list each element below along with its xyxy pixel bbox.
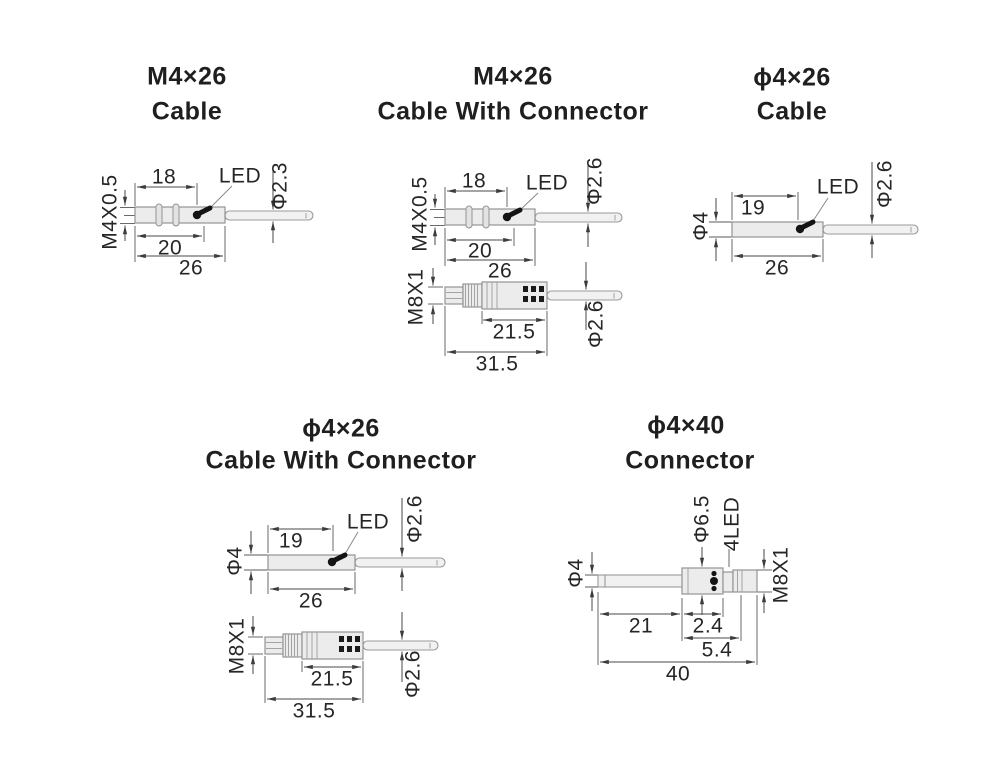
- d4-dim-31-5: 31.5: [292, 699, 336, 723]
- d2-conn-thread-label: M8X1: [404, 268, 428, 326]
- d5-led-label: 4LED: [720, 496, 744, 552]
- d5-title: ϕ4×40: [647, 411, 725, 440]
- d2-extension-lines: [430, 187, 536, 266]
- d3-led-label: LED: [816, 175, 860, 199]
- d2-subtitle: Cable With Connector: [377, 97, 649, 126]
- d5-extension-lines: [585, 549, 772, 665]
- d5-sensor-drawing: [597, 567, 758, 595]
- d2-connector-extension-lines: [428, 286, 548, 356]
- d3-dimension-lines: [713, 162, 875, 261]
- d2-connector-cable: [546, 290, 623, 301]
- d5-head-dia-label: Φ6.5: [690, 495, 714, 543]
- d3-subtitle: Cable: [756, 97, 828, 126]
- d1-dim-18: 18: [151, 165, 177, 189]
- d1-sensor-drawing: [134, 185, 314, 227]
- d2-connector-dimension-lines: [430, 262, 589, 355]
- d5-dim-2-4: 2.4: [692, 614, 724, 638]
- d4-connector-tip: [264, 636, 284, 655]
- d4-led-dot: [327, 557, 337, 567]
- d5-step-ring: [722, 571, 734, 593]
- d4-dimension-lines: [248, 498, 405, 594]
- d4-cable: [354, 557, 446, 568]
- d2-title: M4×26: [473, 62, 553, 91]
- d2-connector-drawing: [444, 281, 623, 310]
- d2-led-dot: [502, 212, 512, 222]
- d4-connector-extension-lines: [248, 636, 364, 703]
- d1-thread-label: M4X0.5: [98, 174, 122, 250]
- d5-probe-tube: [604, 574, 683, 588]
- d5-conn-thread-label: M8X1: [769, 546, 793, 604]
- d2-led-label: LED: [525, 171, 569, 195]
- d2-dim-31-5: 31.5: [475, 352, 519, 376]
- d2-cable: [534, 212, 623, 223]
- d4-subtitle: Cable With Connector: [205, 446, 477, 475]
- d5-led-dots: [710, 577, 718, 585]
- d4-led-label: LED: [346, 510, 390, 534]
- d4-dim-19: 19: [278, 529, 304, 553]
- d1-cable-dia-label: Φ2.3: [268, 162, 292, 210]
- d5-body-dia-label: Φ4: [564, 558, 588, 588]
- d5-dim-40: 40: [665, 662, 691, 686]
- d4-connector-cable: [362, 640, 439, 651]
- d2-connector-body: [481, 281, 548, 310]
- d2-dim-20: 20: [467, 239, 493, 263]
- d1-title: M4×26: [147, 62, 227, 91]
- d2-conn-cable-dia-label: Φ2.6: [584, 300, 608, 348]
- d2-cable-dia-label: Φ2.6: [583, 157, 607, 205]
- d3-cable-dia-label: Φ2.6: [873, 160, 897, 208]
- d2-sensor-drawing: [444, 192, 623, 229]
- d3-led-dot: [795, 224, 805, 234]
- d3-sensor-drawing: [731, 197, 919, 238]
- d4-connector-body: [301, 631, 364, 660]
- d1-cable: [224, 210, 314, 221]
- d4-connector-drawing: [264, 631, 439, 660]
- d4-grip-squares: [339, 636, 360, 652]
- d3-dim-26: 26: [764, 256, 790, 280]
- d3-cable: [822, 224, 919, 235]
- d2-dim-18: 18: [461, 169, 487, 193]
- d5-dimension-lines: [589, 547, 767, 665]
- d2-dim-21-5: 21.5: [492, 320, 536, 344]
- d5-dim-21: 21: [628, 614, 654, 638]
- d5-subtitle: Connector: [625, 446, 755, 475]
- d4-conn-cable-dia-label: Φ2.6: [401, 650, 425, 698]
- d5-m8-connector: [732, 569, 758, 593]
- d5-dim-5-4: 5.4: [701, 638, 733, 662]
- d3-dim-19: 19: [740, 196, 766, 220]
- d2-dim-26: 26: [487, 259, 513, 283]
- d1-led-label: LED: [218, 164, 262, 188]
- d1-dim-26: 26: [178, 256, 204, 280]
- d4-extension-lines: [244, 525, 356, 594]
- d4-dim-26: 26: [298, 589, 324, 613]
- d3-body-dia-label: Φ4: [689, 211, 713, 241]
- d2-grip-squares: [523, 286, 544, 302]
- d1-dim-20: 20: [157, 236, 183, 260]
- d3-extension-lines: [709, 192, 824, 262]
- d1-extension-lines: [120, 183, 226, 262]
- d1-subtitle: Cable: [151, 97, 223, 126]
- d2-thread-label: M4X0.5: [408, 176, 432, 252]
- d4-title: ϕ4×26: [302, 414, 380, 443]
- d1-led-dot: [192, 210, 202, 220]
- d4-dim-21-5: 21.5: [310, 667, 354, 691]
- d2-connector-tip: [444, 286, 464, 305]
- d2-dimension-lines: [432, 160, 591, 263]
- d4-conn-thread-label: M8X1: [225, 617, 249, 675]
- d4-connector-dimension-lines: [250, 612, 405, 702]
- d4-body-dia-label: Φ4: [223, 546, 247, 576]
- d4-cable-dia-label: Φ2.6: [403, 495, 427, 543]
- d1-dimension-lines: [122, 168, 276, 259]
- d4-sensor-drawing: [267, 531, 446, 571]
- d3-title: ϕ4×26: [753, 63, 831, 92]
